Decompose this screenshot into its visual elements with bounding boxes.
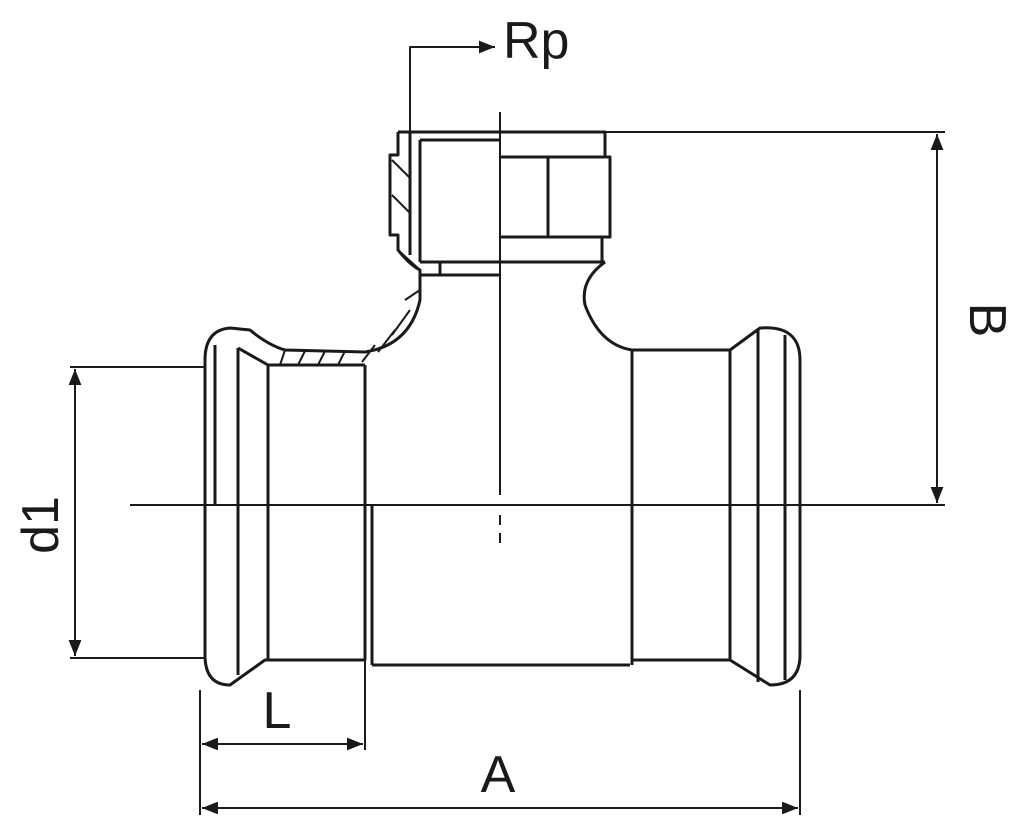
label-b: B [958,303,1016,338]
label-a: A [481,746,516,804]
label-rp: Rp [503,12,569,70]
dimension-lines [68,40,945,815]
label-l: L [263,682,292,740]
centerlines [130,112,940,545]
label-d1: d1 [12,496,70,554]
fitting-body [203,130,802,687]
